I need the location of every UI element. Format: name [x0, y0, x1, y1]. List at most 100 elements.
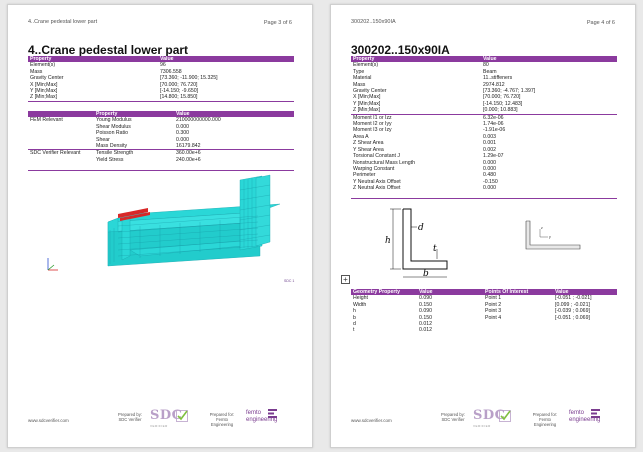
table-cell: 0.150	[419, 314, 432, 321]
page-header-title: 4..Crane pedestal lower part	[28, 19, 98, 25]
table-cell: Point 2	[485, 301, 502, 308]
footer-url[interactable]: www.sdcverifier.com	[28, 418, 69, 423]
table-cell: Z Neutral Axis Offset	[353, 185, 401, 192]
table-cell: [0.099 ; -0.021]	[555, 301, 590, 308]
table-row: Gravity Center[73.360; -4.767; 1.397]	[351, 88, 617, 94]
table-cell: Gravity Center	[30, 75, 64, 82]
expand-button[interactable]: +	[341, 275, 350, 284]
table-cell: 11..stiffeners	[483, 75, 513, 82]
dim-d-label: d	[418, 223, 424, 233]
table-cell: Mass Density	[96, 143, 128, 150]
table-cell: [-0.039 ; 0.069]	[555, 308, 590, 315]
sdc-verifier-logo: SDC	[473, 408, 506, 423]
table-cell: 0.000	[176, 136, 189, 143]
table-cell: Moment I1 or Izz	[351, 113, 481, 122]
table-cell: b	[353, 314, 356, 321]
view-label: SDC 1	[284, 279, 294, 283]
femto-mark-icon	[268, 409, 277, 418]
table-cell: Warping Constant	[353, 165, 395, 172]
table-cell: 0.480	[483, 172, 496, 179]
table-cell: Mass	[30, 68, 43, 75]
table-cell: d	[353, 321, 356, 328]
table-cell: [70.000; 76.720]	[160, 81, 198, 88]
table-cell: Torsional Constant J	[353, 153, 400, 160]
table-cell: Type	[353, 68, 365, 75]
dim-h-label: h	[385, 236, 391, 246]
load-markers	[118, 208, 150, 221]
table-row: Moment I3 or Izy-1.91e-06	[351, 127, 617, 133]
table-row: Shear 0.000	[28, 137, 294, 143]
column-header: Geometry Property	[351, 289, 417, 296]
prepared-for: Prepared for: Femto Engineering	[209, 412, 235, 427]
table-cell: [-0.051 ; 0.069]	[555, 314, 590, 321]
table-cell: 240.00e+6	[176, 156, 201, 163]
table-row: Element(s)96	[28, 62, 294, 68]
table-cell: Point 4	[485, 314, 502, 321]
table-cell: Gravity Center	[353, 88, 387, 95]
table-cell: Y [Min;Max]	[30, 88, 58, 95]
column-header: Points Of Interest	[483, 289, 553, 296]
sdc-verifier-sub: VERIFIER	[150, 424, 168, 428]
table-cell: Z [Min;Max]	[353, 107, 381, 114]
table-cell: [70.000; 76.720]	[483, 94, 521, 101]
dim-b-label: b	[423, 269, 429, 279]
table-cell: 0.090	[419, 308, 432, 315]
mesh-grid	[109, 178, 271, 264]
page-number: Page 4 of 6	[586, 20, 615, 26]
table-cell	[553, 327, 617, 333]
column-header: Value	[174, 111, 294, 118]
table-row: X [Min;Max][70.000; 76.720]	[351, 94, 617, 100]
table-cell: Area A	[353, 133, 369, 140]
table-row: Z [Min;Max][0.000; 10.883]	[351, 107, 617, 114]
column-header: Property	[28, 56, 158, 63]
table-cell: 7306.558	[160, 68, 182, 75]
table-row: Y Neutral Axis Offset-0.150	[351, 179, 617, 185]
table-row: Element(s)80	[351, 62, 617, 68]
table-cell: 0.000	[483, 185, 496, 192]
table-cell: Mass	[353, 81, 366, 88]
table-row: Area A 0.003	[351, 134, 617, 140]
table-cell: Z Shear Area	[353, 140, 384, 147]
check-icon	[499, 410, 511, 422]
table-cell: h	[353, 308, 356, 315]
footer-url[interactable]: www.sdcverifier.com	[351, 418, 392, 423]
table-cell: 0.012	[419, 321, 432, 328]
table-row: Poisson Ratio 0.300	[28, 130, 294, 136]
table-cell: [-14.150; 12.483]	[483, 100, 523, 107]
table-cell: 0.150	[419, 301, 432, 308]
table-cell: Poisson Ratio	[96, 130, 129, 137]
table-cell: 360.00e+6	[174, 149, 294, 157]
table-row: Perimeter 0.480	[351, 172, 617, 178]
table-cell: 0.090	[419, 295, 432, 302]
table-cell: Width	[353, 301, 367, 308]
table-cell: Shear	[96, 136, 110, 143]
table-divider	[28, 101, 294, 102]
table-cell: [14.800; 15.850]	[160, 94, 198, 101]
table-cell: 0.300	[176, 130, 189, 137]
page-title: 4..Crane pedestal lower part	[28, 43, 189, 57]
table-row: Width 0.150 Point 2 [0.099 ; -0.021]	[351, 302, 617, 308]
table-row: b 0.150 Point 4 [-0.051 ; 0.069]	[351, 315, 617, 321]
femto-logo: femto engineering	[569, 410, 601, 423]
model-3d-view[interactable]: SDC 1	[30, 170, 298, 285]
column-header: Value	[158, 56, 294, 63]
sdc-verifier-sub: VERIFIER	[473, 424, 491, 428]
femto-mark-icon	[591, 409, 600, 418]
table-cell: 0.000	[483, 159, 496, 166]
table-cell: Perimeter	[353, 172, 376, 179]
table-cell: Material	[353, 75, 372, 82]
table-cell: SDC Verifier Relevant	[28, 149, 94, 157]
table-cell: Y Neutral Axis Offset	[353, 178, 401, 185]
table-cell: 0.003	[483, 133, 496, 140]
column-header: Value	[481, 56, 617, 63]
prepared-for: Prepared for: Femto Engineering	[532, 412, 558, 427]
table-divider	[28, 170, 294, 171]
page-footer: www.sdcverifier.com Prepared by: SDC Ver…	[8, 406, 312, 436]
